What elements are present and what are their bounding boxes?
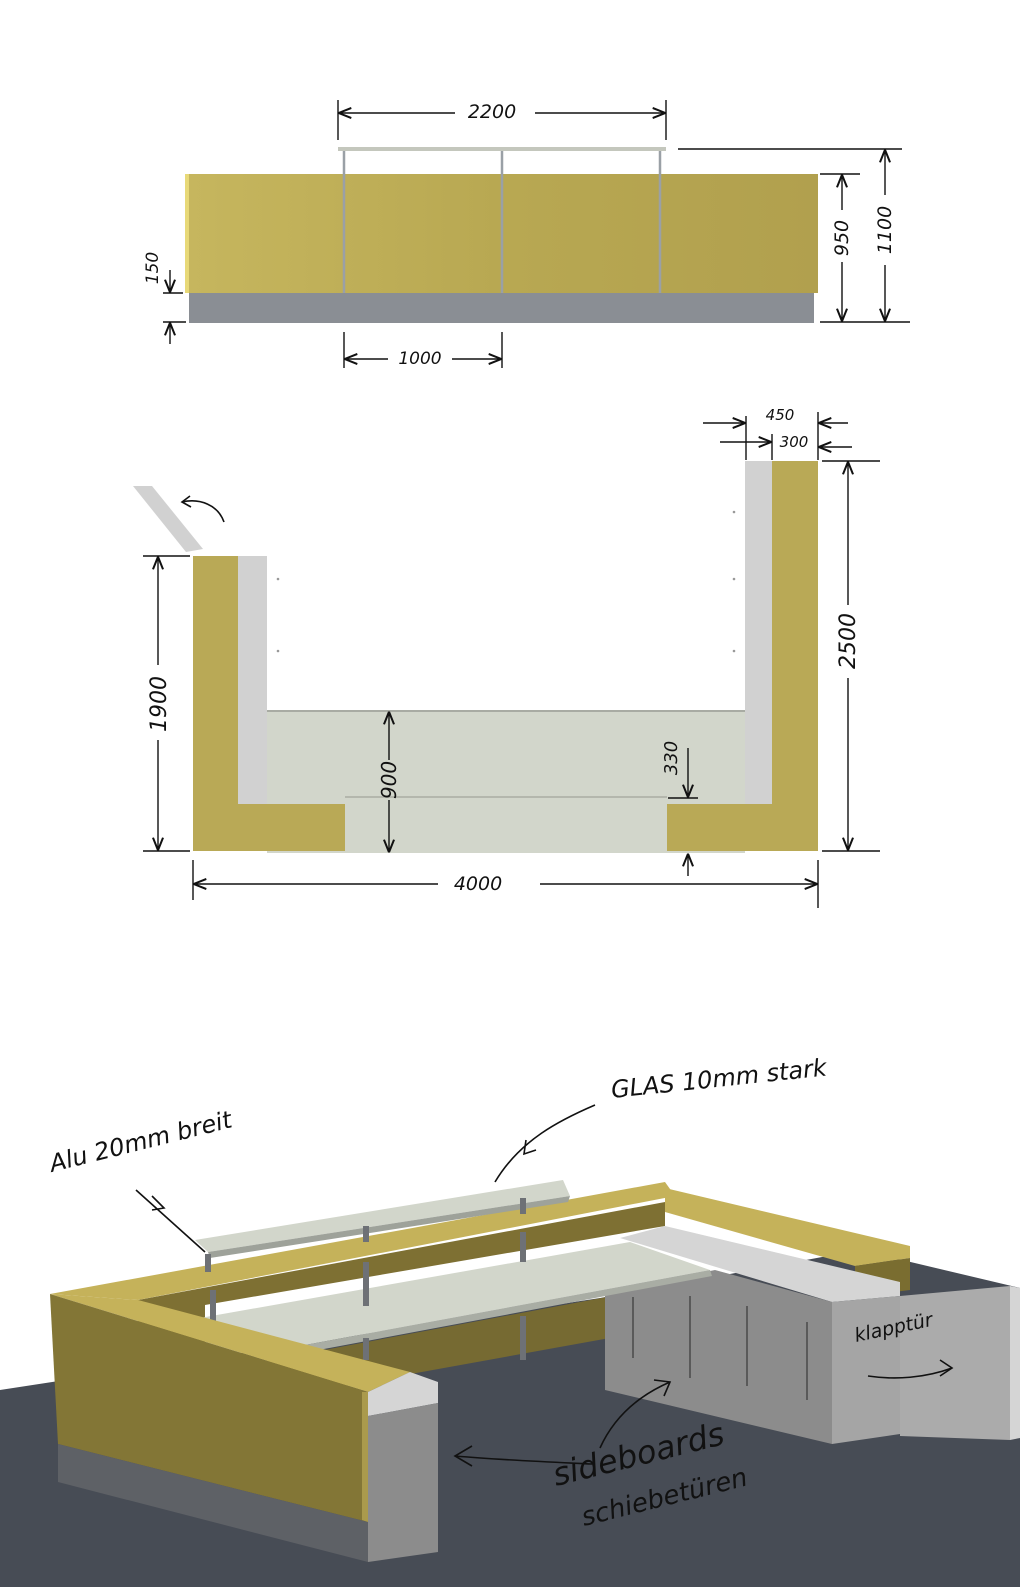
back-inner-face: [138, 1202, 665, 1362]
annotation-sideboards-arrow-up: [599, 1381, 671, 1449]
upper-glass-edge: [208, 1196, 570, 1258]
annotation-sideboards-arrow-left: [454, 1455, 593, 1465]
dim-150-lines: [163, 270, 186, 344]
annotation-glass: GLAS 10mm stark: [610, 1053, 829, 1104]
plan-flap-arrowhead: [180, 495, 192, 508]
post: [520, 1316, 526, 1360]
perspective-view: Alu 20mm breit GLAS 10mm stark klapptür …: [0, 1053, 1020, 1587]
right-arm-top: [665, 1188, 910, 1266]
dim-label-900: 900: [377, 761, 401, 799]
post: [210, 1290, 216, 1322]
annotation-flap-arrowhead: [939, 1359, 954, 1377]
dim-4000-lines: [192, 860, 819, 908]
dim-1900-lines: [143, 555, 190, 852]
plan-flap-arrow: [181, 500, 225, 523]
dim-label-1100: 1100: [874, 206, 896, 254]
plan-marker-dot: [732, 510, 736, 514]
dim-2200: [337, 100, 667, 140]
plan-marker-dot: [732, 649, 736, 653]
left-arm-endcap: [362, 1392, 368, 1522]
flap-door-3d: [900, 1286, 1010, 1440]
plan-flap-door: [133, 486, 203, 552]
plan-glass-area: [267, 711, 745, 853]
annotation-glass-arrow: [494, 1104, 596, 1183]
sideboard-top: [620, 1226, 900, 1302]
annotation-glass-arrowhead: [523, 1139, 537, 1156]
dim-1000-lines: [343, 332, 503, 368]
dim-label-2200: 2200: [468, 101, 516, 123]
dim-height-lines: [678, 148, 910, 323]
left-arm-plinth: [58, 1444, 368, 1562]
post: [363, 1338, 369, 1360]
upper-post: [205, 1254, 211, 1272]
dim-label-330: 330: [661, 741, 682, 775]
front-view: 2200 1100 950 150 1000: [143, 100, 910, 369]
upper-post: [363, 1226, 369, 1242]
annotation-flap-arrow: [867, 1367, 953, 1379]
post: [520, 1232, 526, 1262]
plan-counter-right: [667, 461, 818, 851]
sideboard-side: [832, 1296, 900, 1444]
annotation-alu-arrow: [135, 1189, 206, 1253]
plan-marker-dot: [732, 577, 736, 581]
annotation-sideboards-arrowhead-left: [453, 1445, 473, 1467]
annotation-sideboards-arrowhead-up: [653, 1379, 672, 1397]
dim-label-1000: 1000: [398, 349, 441, 369]
plan-marker-dot: [276, 577, 280, 581]
lower-glass-edge: [305, 1270, 712, 1352]
post: [363, 1262, 369, 1306]
lower-glass: [200, 1242, 710, 1345]
dim-label-4000: 4000: [454, 873, 502, 895]
inner-panel-light: [368, 1372, 438, 1416]
plan-inner-panel-right: [745, 461, 772, 804]
upper-post: [520, 1198, 526, 1214]
dim-label-150: 150: [143, 252, 163, 284]
plan-view: 450 300 2500 1900 900 330: [133, 406, 880, 908]
dim-label-2500: 2500: [836, 613, 861, 669]
dim-330-lines: [668, 748, 698, 876]
dim-label-950: 950: [831, 220, 853, 256]
plan-counter-left: [193, 556, 345, 851]
left-arm-front: [50, 1294, 368, 1522]
plan-marker-dot: [276, 649, 280, 653]
sideboard-front: [605, 1270, 832, 1444]
annotation-alu-arrowhead: [151, 1195, 166, 1211]
dim-450-300-lines: [703, 412, 852, 460]
front-counter-edge: [185, 174, 189, 293]
dim-label-1900: 1900: [147, 676, 172, 732]
flap-door-edge: [1010, 1286, 1020, 1440]
upper-glass: [195, 1180, 570, 1252]
front-plinth: [189, 293, 814, 323]
dim-2500-lines: [822, 460, 880, 852]
left-arm-top: [50, 1294, 410, 1392]
gap-sideboard: [368, 1403, 438, 1562]
dim-label-300: 300: [780, 433, 809, 451]
annotation-alu: Alu 20mm breit: [45, 1105, 237, 1178]
plan-inner-panel-left: [238, 556, 267, 804]
dim-label-450: 450: [766, 406, 795, 424]
